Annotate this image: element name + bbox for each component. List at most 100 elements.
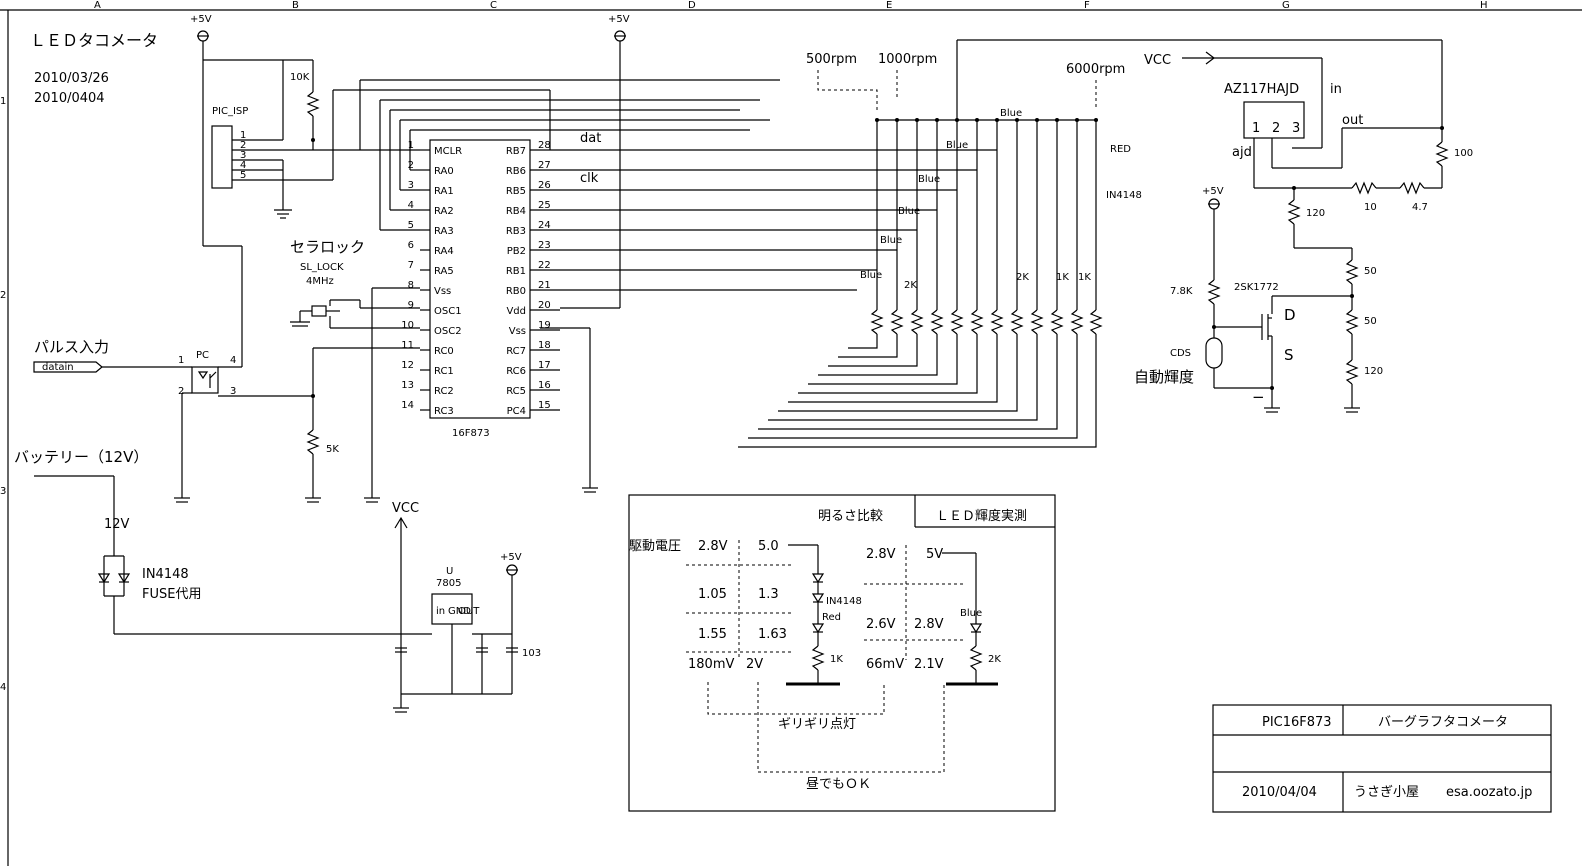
isp-connector: PIC_ISP 1 2 3 4 5 xyxy=(203,59,551,210)
svg-text:1K: 1K xyxy=(1078,272,1091,283)
svg-text:セラロック: セラロック xyxy=(290,238,365,256)
mcu-pin-name: Vss xyxy=(509,326,526,337)
auto-dimmer: AZ117HAJD 1 2 3 in out ajd 100 10 4.7 12… xyxy=(1134,82,1473,413)
mcu-pin-name: RA1 xyxy=(434,186,454,197)
mcu-pin-number: 4 xyxy=(408,200,414,211)
mcu-pin-name: RB0 xyxy=(506,286,526,297)
mcu-ground-wires xyxy=(364,287,598,503)
mcu-pin-number: 10 xyxy=(401,320,414,331)
svg-text:PIC_ISP: PIC_ISP xyxy=(212,106,248,117)
row-1-label: 1 xyxy=(0,96,6,107)
mcu-pin-name: RA3 xyxy=(434,226,454,237)
svg-text:自動輝度: 自動輝度 xyxy=(1134,368,1194,386)
mcu-pin-number: 2 xyxy=(408,160,414,171)
row-4-label: 4 xyxy=(0,682,6,693)
mcu-pin-name: Vss xyxy=(434,286,451,297)
mcu-pin-number: 1 xyxy=(408,140,414,151)
mcu-pin-name: MCLR xyxy=(434,146,462,157)
svg-text:1.63: 1.63 xyxy=(758,627,787,642)
mcu-pin-name: PC4 xyxy=(507,406,526,417)
svg-text:10K: 10K xyxy=(290,72,310,83)
datain-port: datain xyxy=(42,362,74,373)
svg-text:4.7: 4.7 xyxy=(1412,202,1428,213)
svg-text:D: D xyxy=(1284,306,1296,324)
svg-text:+5V: +5V xyxy=(608,14,630,25)
svg-text:10: 10 xyxy=(1364,202,1377,213)
resistor-10k: 10K xyxy=(290,60,320,150)
dim-note: ギリギリ点灯 xyxy=(778,717,856,732)
svg-text:3: 3 xyxy=(230,386,236,397)
svg-text:2: 2 xyxy=(178,386,184,397)
col-g-label: G xyxy=(1282,0,1290,11)
mcu-pin-name: RA4 xyxy=(434,246,454,257)
mcu-pin-name: OSC2 xyxy=(434,326,462,337)
svg-text:PC: PC xyxy=(196,350,209,361)
clk-label: clk xyxy=(580,171,599,186)
svg-text:2.8V: 2.8V xyxy=(698,539,728,554)
mcu-pin-name: RB7 xyxy=(506,146,526,157)
mcu-pin-name: RC3 xyxy=(434,406,454,417)
svg-text:2.8V: 2.8V xyxy=(914,617,944,632)
svg-text:駆動電圧: 駆動電圧 xyxy=(629,539,681,554)
mcu-pin-number: 27 xyxy=(538,160,551,171)
svg-text:Red: Red xyxy=(822,612,841,623)
row-2-label: 2 xyxy=(0,290,6,301)
tb-name: バーグラフタコメータ xyxy=(1378,715,1508,730)
mcu-pin-number: 25 xyxy=(538,200,551,211)
svg-text:U: U xyxy=(446,566,453,577)
tb-author: うさぎ小屋 xyxy=(1354,785,1419,800)
frame-row-numbers: 1 2 3 4 xyxy=(0,96,6,693)
port-b-wires xyxy=(560,149,997,291)
mcu-pin-name: RC0 xyxy=(434,346,454,357)
mcu-pin-number: 8 xyxy=(408,280,414,291)
led-return-wires xyxy=(738,334,1097,448)
svg-text:S: S xyxy=(1284,346,1294,364)
title-block: PIC16F873 バーグラフタコメータ 2010/04/04 うさぎ小屋 es… xyxy=(1212,704,1552,813)
rpm-6000-label: 6000rpm xyxy=(1066,62,1125,77)
mcu-pin-number: 14 xyxy=(401,400,414,411)
svg-text:7805: 7805 xyxy=(436,578,461,589)
svg-text:+5V: +5V xyxy=(500,552,522,563)
svg-text:3: 3 xyxy=(1292,121,1300,136)
brightness-compare-box: 明るさ比較 ＬＥＤ輝度実測 駆動電圧 2.8V 5.0 1.05 1.3 1.5… xyxy=(628,494,1056,812)
port-a-wiring xyxy=(359,79,780,231)
rpm-500-label: 500rpm xyxy=(806,52,857,67)
svg-text:バッテリー（12V）: バッテリー（12V） xyxy=(14,448,148,466)
mcu-pin-name: RC5 xyxy=(506,386,526,397)
tb-site: esa.oozato.jp xyxy=(1446,785,1532,800)
mcu-pin-number: 23 xyxy=(538,240,551,251)
mcu-pin-number: 3 xyxy=(408,180,414,191)
dat-label: dat xyxy=(580,131,601,146)
mcu-pin-name: RB1 xyxy=(506,266,526,277)
mcu-pin-name: RA0 xyxy=(434,166,454,177)
svg-text:Blue: Blue xyxy=(860,270,882,281)
svg-text:1: 1 xyxy=(178,355,184,366)
svg-text:120: 120 xyxy=(1306,208,1325,219)
svg-text:103: 103 xyxy=(522,648,541,659)
mcu-pin-number: 16 xyxy=(538,380,551,391)
led-columns xyxy=(870,118,1103,335)
led-bargraph: 500rpm 1000rpm 6000rpm Blue RED IN4148 B… xyxy=(560,52,1142,448)
svg-text:IN4148: IN4148 xyxy=(826,596,862,607)
col-f-label: F xyxy=(1084,0,1090,11)
svg-text:Blue: Blue xyxy=(960,608,982,619)
mcu-pin-name: RB6 xyxy=(506,166,526,177)
pulse-input: パルス入力 datain 1 PC 4 2 3 5K xyxy=(33,60,420,503)
svg-text:Blue: Blue xyxy=(946,140,968,151)
mcu-pin-name: RA2 xyxy=(434,206,454,217)
mcu-pin-number: 6 xyxy=(408,240,414,251)
svg-text:2.6V: 2.6V xyxy=(866,617,896,632)
svg-text:4: 4 xyxy=(240,160,246,171)
svg-text:1: 1 xyxy=(240,130,246,141)
date-revised: 2010/0404 xyxy=(34,91,105,106)
svg-text:2.8V: 2.8V xyxy=(866,547,896,562)
vcc-label-right: VCC xyxy=(1144,53,1171,68)
svg-text:in: in xyxy=(436,606,445,617)
svg-text:2V: 2V xyxy=(746,657,763,672)
svg-text:1K: 1K xyxy=(1056,272,1069,283)
svg-text:1.3: 1.3 xyxy=(758,587,779,602)
mcu-pin-number: 20 xyxy=(538,300,551,311)
day-note: 昼でもＯＫ xyxy=(806,777,871,792)
mcu-pin-number: 7 xyxy=(408,260,414,271)
col-d-label: D xyxy=(688,0,696,11)
